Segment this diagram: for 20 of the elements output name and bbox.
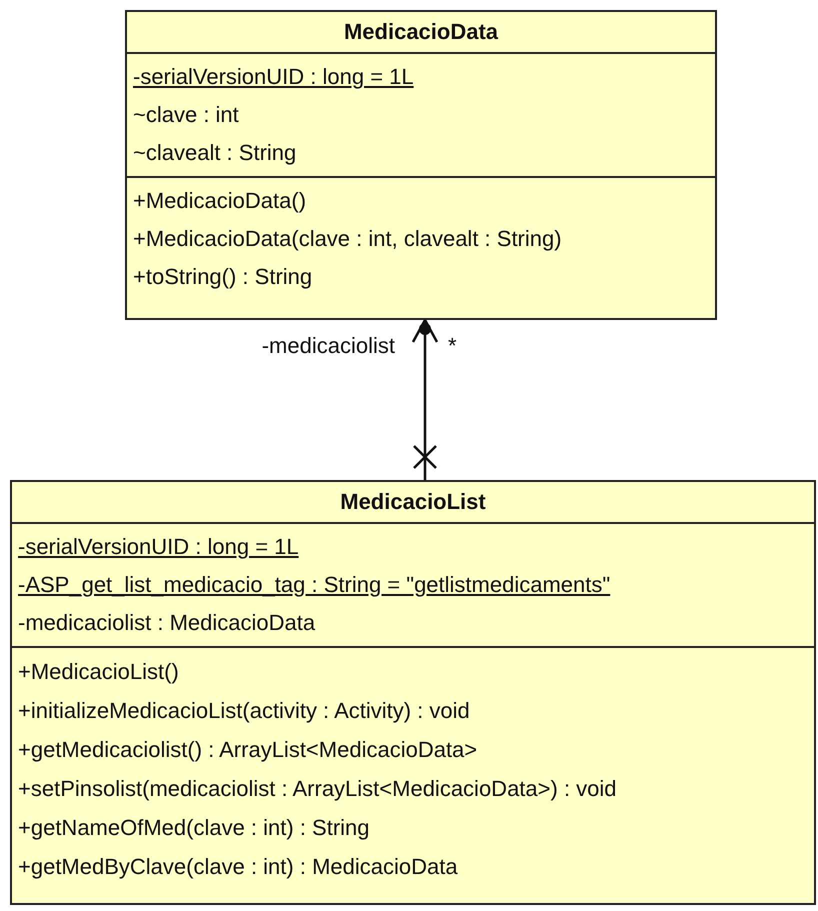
- class-box: [125, 10, 717, 320]
- class-name: MedicacioList: [339, 488, 487, 516]
- operation-text: +MedicacioList(): [18, 658, 179, 686]
- operation-text: +initializeMedicacioList(activity : Activity) : void: [18, 697, 470, 725]
- operation-text: +setPinsolist(medicaciolist : ArrayList<MedicacioData>) : void: [18, 775, 617, 803]
- attribute-text: -serialVersionUID : long = 1L: [133, 63, 414, 91]
- class-box: [10, 480, 816, 905]
- attribute-text: -serialVersionUID : long = 1L: [18, 533, 299, 561]
- composition-arrow: [412, 318, 438, 480]
- operation-text: +getNameOfMed(clave : int) : String: [18, 814, 370, 842]
- operation-text: +MedicacioData(): [133, 187, 306, 215]
- class-name: MedicacioData: [342, 18, 500, 46]
- attribute-text: ~clavealt : String: [133, 139, 296, 167]
- operation-text: +toString() : String: [133, 263, 312, 291]
- operation-text: +getMedicaciolist() : ArrayList<MedicacioData>: [18, 736, 478, 764]
- attribute-text: -medicaciolist : MedicacioData: [18, 609, 316, 637]
- attribute-text: -ASP_get_list_medicacio_tag : String = "getlistmedicaments": [18, 571, 610, 599]
- operation-text: +getMedByClave(clave : int) : MedicacioData: [18, 853, 458, 881]
- operation-text: +MedicacioData(clave : int, clavealt : String): [133, 225, 562, 253]
- attribute-text: ~clave : int: [133, 101, 239, 129]
